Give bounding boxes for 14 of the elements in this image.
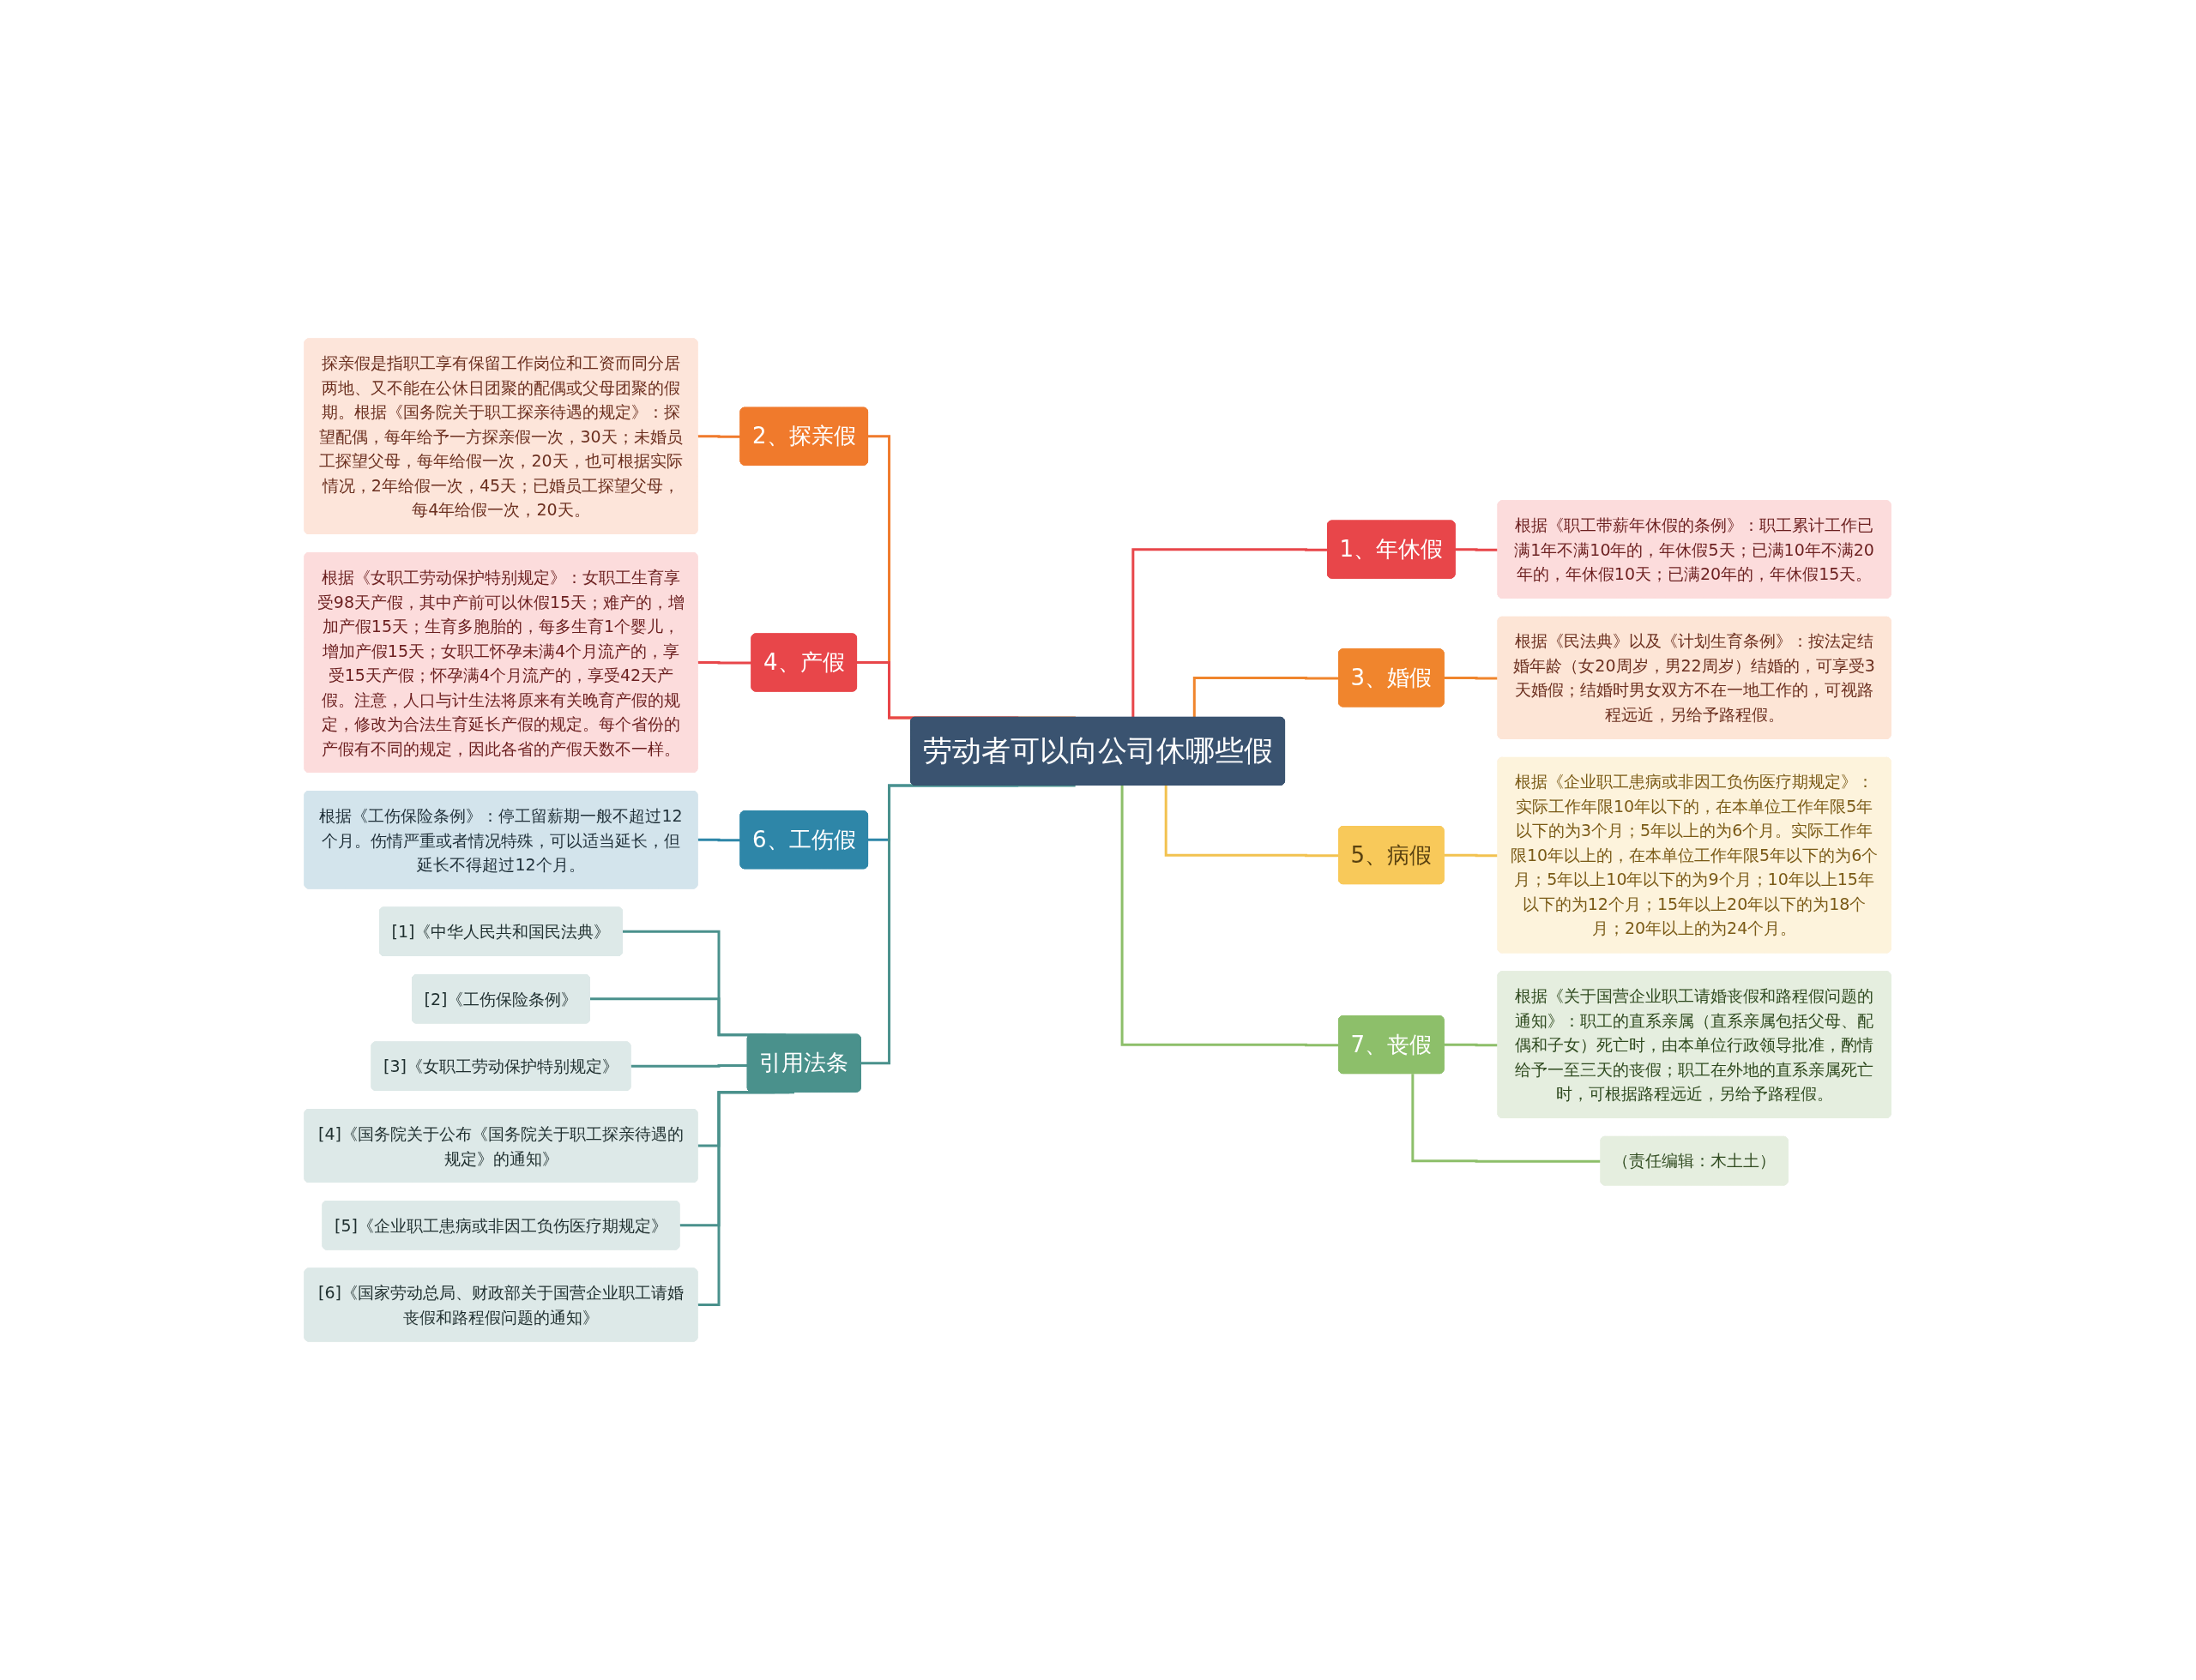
connector <box>697 435 741 438</box>
connector <box>1443 853 1499 858</box>
connector <box>697 1091 795 1307</box>
connector <box>1121 785 1340 1047</box>
connector <box>1454 548 1499 551</box>
connector <box>1443 1043 1499 1047</box>
connector <box>630 1064 749 1069</box>
connector <box>1131 548 1329 718</box>
connector <box>697 661 752 665</box>
connector <box>1443 676 1499 680</box>
connector <box>1165 785 1340 858</box>
connector <box>1193 676 1340 718</box>
connector <box>1411 1074 1602 1163</box>
connector <box>697 838 741 842</box>
